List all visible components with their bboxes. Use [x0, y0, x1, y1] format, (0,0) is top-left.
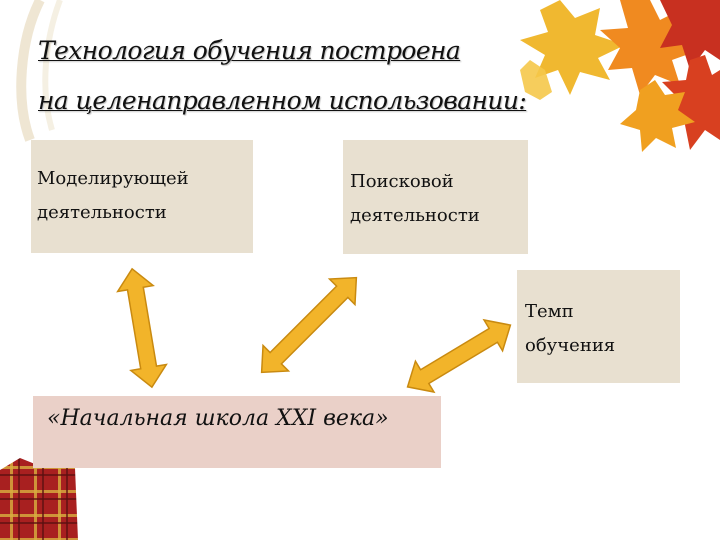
title-line-1: Технология обучения построена [38, 36, 461, 65]
plaid-pattern-decoration [0, 458, 78, 540]
modeling-activity-box: Моделирующей деятельности [31, 140, 253, 253]
tempo-box-line-1: Темп [525, 301, 574, 322]
arrow-tempo-to-school [406, 318, 512, 394]
search-box-line-2: деятельности [350, 205, 480, 226]
search-activity-box: Поисковой деятельности [343, 140, 528, 254]
tempo-box-line-2: обучения [525, 335, 616, 356]
modeling-box-line-2: деятельности [37, 202, 167, 223]
school-program-box: «Начальная школа XXI века» [33, 396, 441, 468]
modeling-box-line-1: Моделирующей [37, 168, 189, 189]
title-line-2: на целенаправленном использовании: [38, 86, 527, 115]
autumn-leaves-decoration [520, 0, 720, 152]
page-title: Технология обучения построена на целенап… [38, 26, 598, 126]
learning-pace-box: Темп обучения [517, 270, 680, 383]
arrow-search-to-school [260, 276, 358, 374]
arrow-modeling-to-school [116, 267, 168, 389]
school-program-label: «Начальная школа XXI века» [47, 406, 389, 431]
page-curl-decoration [16, 0, 63, 142]
search-box-line-1: Поисковой [350, 171, 454, 192]
